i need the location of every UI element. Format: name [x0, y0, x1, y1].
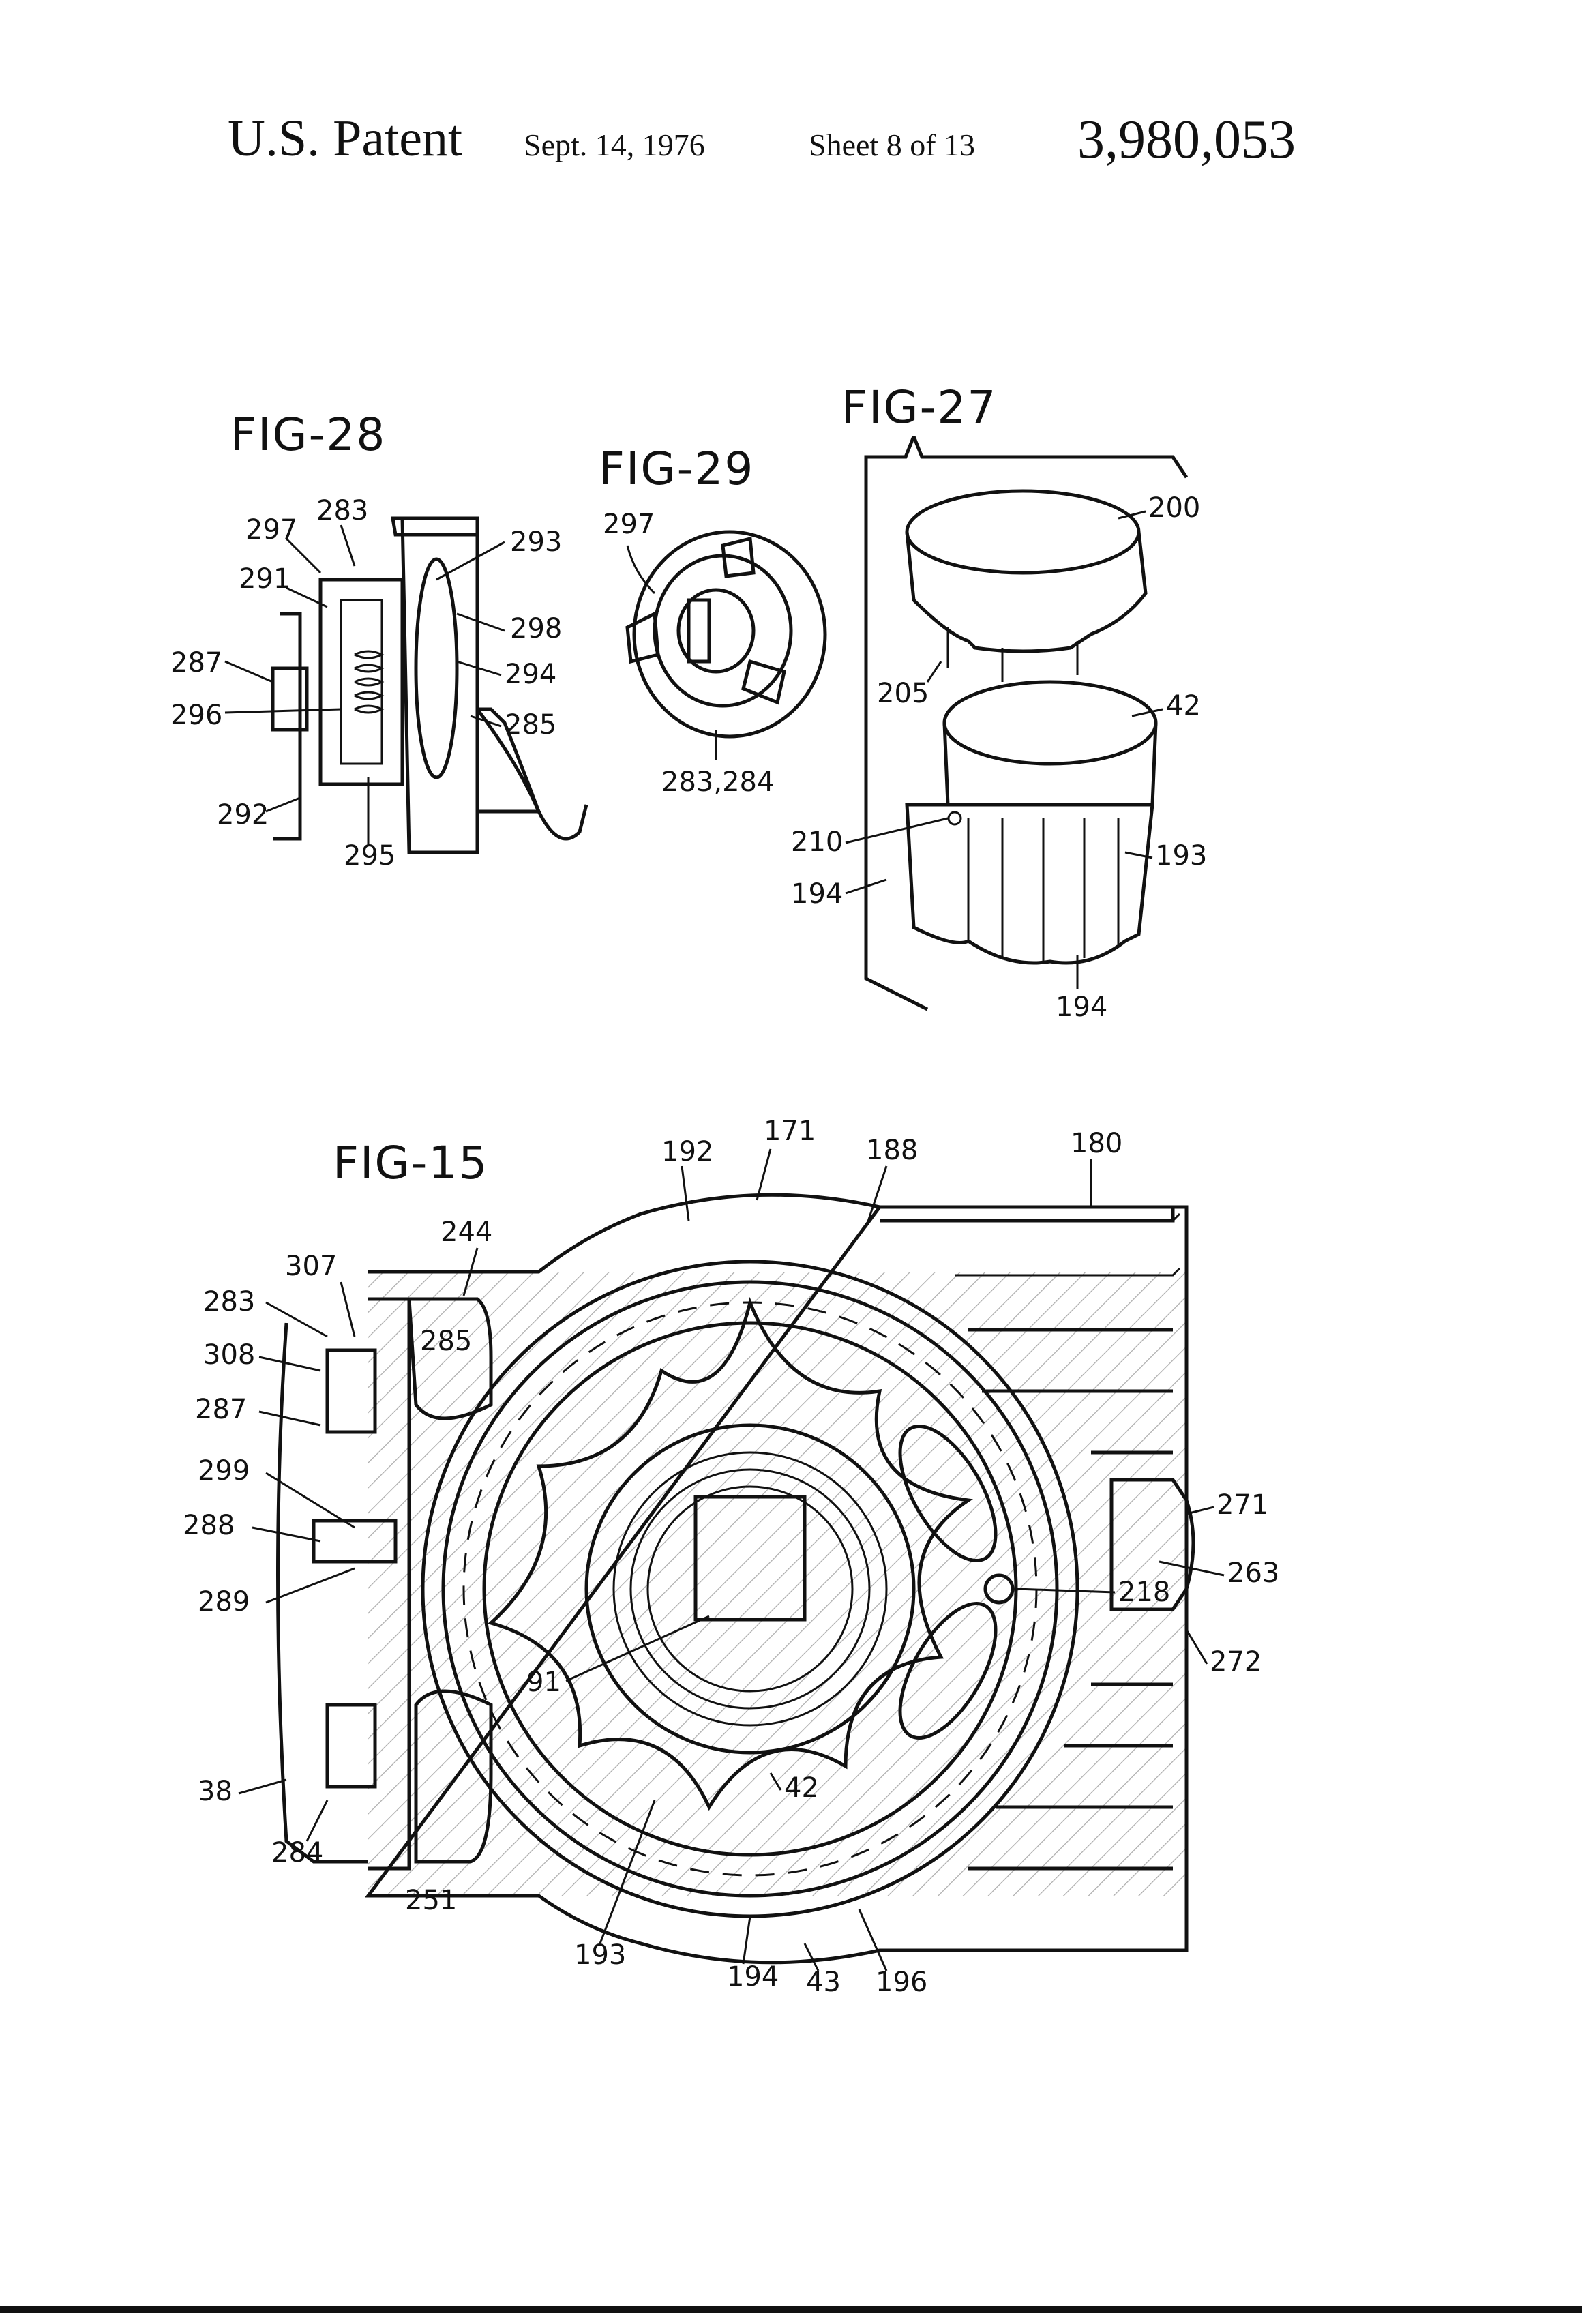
fig-15: FIG-15: [183, 1116, 1279, 1998]
ref-307: 307: [285, 1251, 337, 1282]
ref-193: 193: [574, 1939, 626, 1971]
ref-272: 272: [1210, 1646, 1262, 1678]
fig-15-title: FIG-15: [333, 1137, 488, 1189]
fig-27-title: FIG-27: [841, 381, 997, 434]
ref-171: 171: [764, 1116, 816, 1147]
ref-287: 287: [170, 647, 222, 679]
ref-292: 292: [217, 799, 269, 831]
page-bottom-rule: [0, 2306, 1582, 2313]
ref-200: 200: [1148, 492, 1200, 524]
ref-295: 295: [344, 840, 395, 872]
ref-194: 194: [727, 1961, 779, 1993]
ref-308: 308: [203, 1339, 255, 1371]
ref-91: 91: [526, 1667, 561, 1698]
ref-284: 284: [271, 1837, 323, 1868]
ref-193: 193: [1155, 840, 1207, 872]
ref-298: 298: [510, 613, 562, 644]
fig-27: FIG-27 200 205 42 210 194 193 194: [791, 381, 1207, 1023]
fig-27-lower-cup-top: [944, 682, 1156, 764]
fig-29-title: FIG-29: [599, 443, 754, 495]
fig-28-bracket: [320, 580, 402, 784]
fig-28-plate: [273, 614, 300, 839]
ref-38: 38: [198, 1776, 233, 1807]
ref-283: 283: [203, 1286, 255, 1317]
ref-293: 293: [510, 526, 562, 558]
ref-285: 285: [505, 709, 556, 741]
ref-283: 283: [316, 495, 368, 526]
ref-205: 205: [877, 678, 929, 709]
fig-15-seal-upper: [327, 1350, 375, 1432]
fig-28-title: FIG-28: [230, 408, 386, 461]
fig-27-hole-210: [949, 812, 961, 824]
ref-285: 285: [420, 1326, 472, 1357]
ref-194: 194: [791, 878, 843, 910]
ref-194-bottom: 194: [1056, 992, 1107, 1023]
fig-27-upper-ring-body: [907, 532, 1146, 651]
ref-297: 297: [603, 509, 655, 540]
fig-27-upper-ring-ribs: [948, 627, 1077, 682]
ref-180: 180: [1071, 1128, 1122, 1159]
ref-210: 210: [791, 826, 843, 858]
fig-28-spring: [355, 651, 382, 713]
ref-283-284: 283,284: [661, 766, 774, 798]
fig-28: FIG-28 297 283 291 287 296 292 295 293 2…: [170, 408, 586, 872]
ref-288: 288: [183, 1510, 235, 1541]
ref-263: 263: [1227, 1558, 1279, 1589]
fig-28-cap: [393, 518, 477, 535]
ref-251: 251: [405, 1885, 457, 1916]
ref-271: 271: [1217, 1489, 1268, 1521]
fig-27-upper-ring-top: [907, 491, 1139, 573]
ref-294: 294: [505, 659, 556, 690]
fig-28-inner-bracket: [341, 600, 382, 764]
fig-27-flutes: [968, 818, 1118, 962]
ref-42: 42: [784, 1772, 819, 1804]
fig-29-tabs: [627, 539, 784, 702]
ref-289: 289: [198, 1586, 250, 1618]
ref-291: 291: [239, 563, 290, 595]
ref-218: 218: [1118, 1577, 1170, 1608]
ref-43: 43: [806, 1967, 841, 1998]
fig-29-leader-lines: [627, 546, 716, 760]
ref-287: 287: [195, 1394, 247, 1425]
ref-296: 296: [170, 700, 222, 731]
fig-29-pin: [689, 600, 709, 661]
fig-15-seal-lower: [327, 1705, 375, 1787]
fig-28-seal-disk: [416, 559, 457, 777]
ref-299: 299: [198, 1455, 250, 1487]
ref-196: 196: [876, 1967, 927, 1998]
ref-244: 244: [441, 1217, 492, 1248]
ref-42: 42: [1166, 690, 1201, 721]
fig-28-reference-numerals: 297 283 291 287 296 292 295 293 298 294 …: [170, 495, 562, 872]
fig-29-inner-ring: [655, 556, 791, 706]
fig-27-leader-lines: [846, 511, 1163, 989]
fig-27-fluted-body: [907, 805, 1152, 963]
ref-192: 192: [661, 1136, 713, 1167]
fig-29: FIG-29 297 283,284: [599, 443, 825, 798]
ref-188: 188: [866, 1135, 918, 1166]
